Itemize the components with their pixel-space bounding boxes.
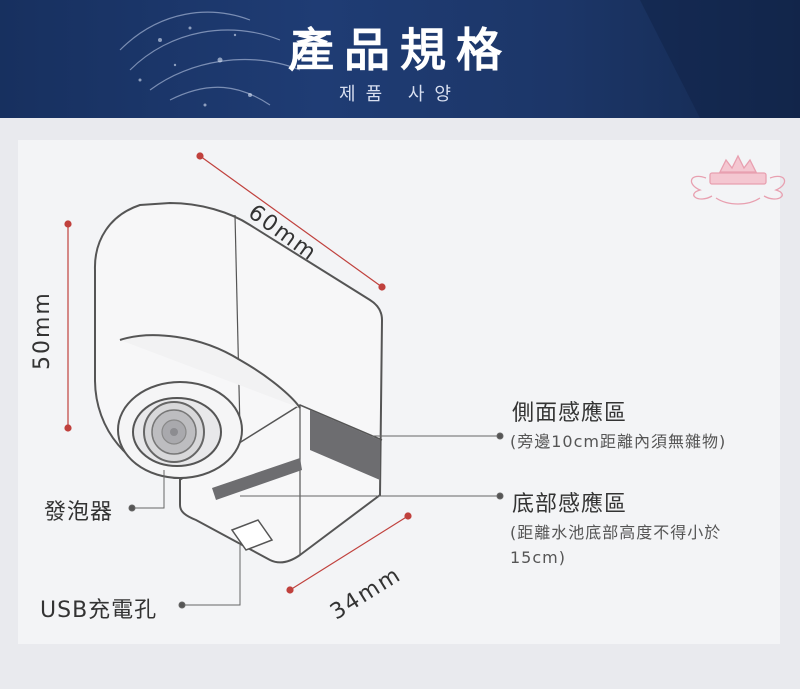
dimension-lines [64, 152, 412, 594]
bottom-sensor-note-line1: (距離水池底部高度不得小於 [510, 523, 722, 542]
bottom-sensor-note-line2: 15cm) [510, 548, 566, 567]
bottom-sensor-label: 底部感應區 [512, 492, 628, 517]
usb-port-slot [230, 519, 274, 551]
callout-leaders [128, 432, 504, 609]
water-splash-icon [119, 0, 800, 118]
aerator-label: 發泡器 [44, 500, 114, 525]
side-sensor-note: (旁邊10cm距離內須無雜物) [510, 432, 727, 451]
page-subtitle: 제품 사양 [339, 84, 461, 105]
crown-wings-icon [690, 154, 786, 205]
side-sensor-window [310, 410, 380, 480]
aerator [143, 401, 205, 463]
usb-port-label: USB充電孔 [40, 598, 158, 623]
page-title: 產品規格 [288, 23, 512, 77]
side-sensor-label: 側面感應區 [512, 401, 628, 426]
header-banner: 產品規格 제품 사양 [0, 0, 800, 118]
bottom-sensor-window [212, 458, 302, 500]
height-dimension-label: 50mm [30, 291, 55, 370]
